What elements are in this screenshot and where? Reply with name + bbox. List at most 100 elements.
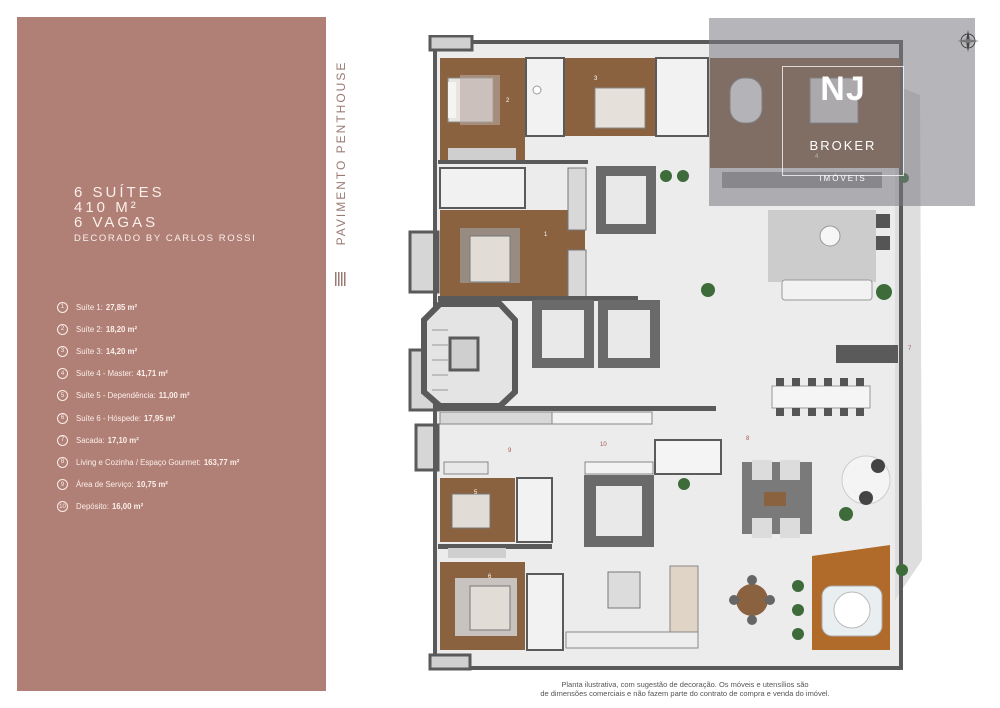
plant (792, 628, 804, 640)
counter (439, 411, 553, 425)
dining-chair (808, 408, 816, 416)
legend-label: Sacada: (76, 435, 105, 445)
legend-value: 16,00 m² (111, 502, 144, 512)
kitchen-island (607, 571, 641, 609)
legend-label: Suíte 4 - Master: (76, 369, 134, 379)
legend-number: 10 (57, 501, 68, 513)
scale-bar-decoration (960, 85, 972, 155)
dining-chair (808, 378, 816, 386)
bed (469, 585, 511, 631)
elevator-core (606, 176, 646, 224)
armchair (752, 460, 772, 480)
plan-number-6: 6 (488, 574, 492, 580)
armchair (876, 214, 890, 228)
bed (594, 87, 646, 129)
dining-chair (824, 408, 832, 416)
plant (678, 478, 690, 490)
wall (438, 406, 716, 411)
disclaimer: Planta ilustrativa, com sugestão de deco… (485, 680, 885, 698)
legend-label: Área de Serviço: (76, 480, 134, 490)
bath-floor (439, 167, 526, 209)
legend-label: Suíte 2: (76, 324, 103, 334)
legend-value: 18,20 m² (105, 324, 138, 334)
living-rug (768, 210, 876, 282)
pillow (448, 82, 456, 118)
broker-watermark (709, 18, 975, 206)
plant (792, 580, 804, 592)
plan-number-9: 9 (508, 448, 512, 454)
legend-number: 7 (57, 434, 68, 446)
legend-value: 11,00 m² (158, 391, 190, 401)
legend-item: 2 Suíte 2:18,20 m² (57, 318, 239, 340)
dining-chair (840, 378, 848, 386)
legend-label: Suíte 6 - Hóspede: (76, 413, 142, 423)
legend-item: 6 Suíte 6 - Hóspede:17,95 m² (57, 407, 239, 429)
legend-number: 1 (57, 301, 68, 313)
rug (460, 75, 500, 125)
vertical-title: PAVIMENTO PENTHOUSE (334, 60, 348, 246)
bath-floor (526, 573, 564, 651)
watermark-sub: IMÓVEIS (819, 174, 867, 183)
legend-item: 10 Depósito:16,00 m² (57, 496, 239, 518)
plant (896, 564, 908, 576)
plant (792, 604, 804, 616)
dining-chair (776, 408, 784, 416)
wall (836, 345, 898, 363)
legend-number: 2 (57, 323, 68, 335)
plan-number-3: 3 (594, 76, 598, 82)
floor-plan: 1 2 3 4 5 6 7 8 9 10 (408, 35, 922, 671)
headline-suites: 6 SUÍTES (74, 184, 165, 201)
bath-floor (655, 57, 709, 137)
disclaimer-line-2: de dimensões comerciais e não fazem part… (540, 689, 830, 698)
legend-value: 14,20 m² (105, 346, 138, 356)
sofa (781, 279, 873, 301)
plan-number-7: 7 (908, 346, 912, 352)
dining-chair (792, 378, 800, 386)
legend-label: Living e Cozinha / Espaço Gourmet: (76, 457, 201, 467)
accent-chair (859, 491, 873, 505)
legend-number: 8 (57, 456, 68, 468)
wardrobe (448, 148, 516, 160)
legend-label: Suíte 3: (76, 346, 103, 356)
headline-decor: DECORADO BY CARLOS ROSSI (74, 233, 257, 244)
top-notch (428, 35, 474, 52)
dining-chair (856, 408, 864, 416)
kitchen-counter (565, 631, 699, 649)
stair-core (448, 336, 480, 372)
accent-chair (871, 459, 885, 473)
legend-value: 41,71 m² (136, 369, 168, 379)
bed (469, 235, 511, 283)
armchair (752, 518, 772, 538)
plan-number-2: 2 (506, 98, 510, 104)
counter (551, 411, 653, 425)
legend-value: 17,95 m² (144, 413, 176, 423)
legend-value: 17,10 m² (107, 435, 139, 445)
headline: 6 SUÍTES 410 M² 6 VAGAS DECORADO BY CARL… (74, 185, 256, 244)
compass-icon (957, 30, 979, 52)
watermark-logo-frame (782, 66, 904, 176)
title-bars-decoration (335, 272, 347, 286)
bath-floor (516, 477, 553, 543)
washer (443, 461, 489, 475)
legend-label: Depósito: (76, 502, 109, 512)
legend-number: 4 (57, 368, 68, 380)
plan-number-1: 1 (544, 232, 548, 238)
legend-value: 27,85 m² (105, 302, 138, 312)
plan-number-8: 8 (746, 436, 750, 442)
wall (438, 160, 588, 164)
armchair (876, 236, 890, 250)
legend-number: 6 (57, 412, 68, 424)
elevator-core (608, 310, 650, 358)
dining-table (771, 385, 871, 409)
plant (876, 284, 892, 300)
watermark-logo: NJ (820, 70, 866, 108)
legend-item: 4 Suíte 4 - Master:41,71 m² (57, 363, 239, 385)
chair (765, 595, 775, 605)
bed (451, 493, 491, 529)
plant (839, 507, 853, 521)
